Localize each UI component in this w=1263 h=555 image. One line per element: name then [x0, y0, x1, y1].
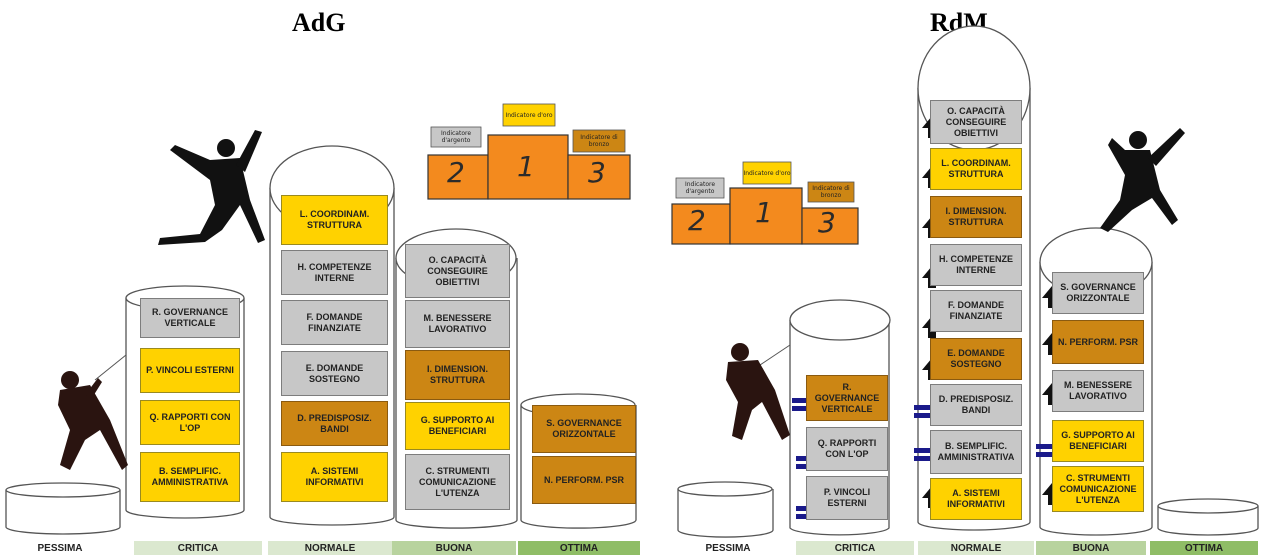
label-normale-right: NORMALE [918, 541, 1034, 555]
podium-left-third: 3 [588, 156, 606, 189]
label-pessima-right: PESSIMA [705, 542, 751, 554]
podium-right-label-silver: Indicatore d'argento [684, 181, 716, 195]
indicator-box: C. Strumenti comunicazione l'utenza [405, 454, 510, 510]
podium-left-label-gold: Indicatore d'oro [505, 111, 553, 119]
indicator-box: C. Strumenti comunicazione l'utenza [1052, 466, 1144, 512]
indicator-box: Q. Rapporti con l'OP [806, 427, 888, 471]
indicator-box: D. Predisposiz. bandi [930, 384, 1022, 426]
podium-right-label-bronze: Indicatore di bronzo [812, 185, 850, 199]
podium-right-second: 2 [688, 204, 706, 237]
indicator-box: M. Benessere lavorativo [1052, 370, 1144, 412]
title-adg: AdG [292, 8, 346, 37]
indicator-box: H. Competenze interne [930, 244, 1022, 286]
indicator-box: H. Competenze interne [281, 250, 388, 295]
label-pessima-left: PESSIMA [37, 542, 83, 554]
indicator-box: L. Coordinam. Struttura [281, 195, 388, 245]
indicator-box: R. Governance verticale [806, 375, 888, 421]
podium-right-first: 1 [755, 196, 773, 229]
indicator-box: P. Vincoli esterni [140, 348, 240, 393]
cylinder-pessima-left [5, 490, 121, 535]
climber-left-figure [58, 354, 128, 470]
podium-left-label-bronze: Indicatore di bronzo [580, 134, 618, 148]
indicator-box: N. Perform. PSR [1052, 320, 1144, 364]
indicator-box: O. Capacità conseguire obiettivi [405, 244, 510, 298]
podium-left-label-silver: Indicatore d'argento [440, 130, 472, 144]
indicator-box: F. Domande finanziate [930, 290, 1022, 332]
indicator-box: F. Domande finanziate [281, 300, 388, 345]
label-ottima-right: OTTIMA [1150, 541, 1258, 555]
indicator-box: L. Coordinam. Struttura [930, 148, 1022, 190]
jumper-right-figure [1100, 128, 1185, 232]
label-ottima-left: OTTIMA [518, 541, 640, 555]
cylinder-ottima-right [1157, 506, 1259, 536]
label-normale-left: NORMALE [268, 541, 392, 555]
label-buona-right: BUONA [1036, 541, 1146, 555]
indicator-box: D. Predisposiz. bandi [281, 401, 388, 446]
cylinder-pessima-right [677, 489, 774, 538]
indicator-box: I. Dimension. struttura [930, 196, 1022, 238]
indicator-box: B. Semplific. amministrativa [930, 430, 1022, 474]
label-buona-left: BUONA [392, 541, 516, 555]
indicator-box: P. Vincoli esterni [806, 476, 888, 520]
podium-left-first: 1 [517, 150, 535, 183]
indicator-box: S. Governance orizzontale [1052, 272, 1144, 314]
indicator-box: I. Dimension. struttura [405, 350, 510, 400]
label-critica-left: CRITICA [134, 541, 262, 555]
label-critica-right: CRITICA [796, 541, 914, 555]
indicator-box: S. Governance orizzontale [532, 405, 636, 453]
podium-right-third: 3 [818, 206, 836, 239]
podium-left [427, 103, 631, 200]
indicator-box: E. Domande sostegno [930, 338, 1022, 380]
indicator-box: M. Benessere lavorativo [405, 300, 510, 348]
indicator-box: O. Capacità conseguire obiettivi [930, 100, 1022, 144]
podium-right [671, 161, 859, 245]
climber-right-figure [726, 343, 791, 440]
podium-right-label-gold: Indicatore d'oro [743, 169, 791, 177]
indicator-box: G. Supporto ai beneficiari [405, 402, 510, 450]
indicator-box: B. Semplific. amministrativa [140, 452, 240, 502]
indicator-box: N. Perform. PSR [532, 456, 636, 504]
jumper-left-figure [158, 130, 265, 245]
indicator-box: Q. Rapporti con l'OP [140, 400, 240, 445]
indicator-box: A. Sistemi informativi [930, 478, 1022, 520]
podium-left-second: 2 [447, 156, 465, 189]
indicator-box: G. Supporto ai beneficiari [1052, 420, 1144, 462]
indicator-box: E. Domande sostegno [281, 351, 388, 396]
indicator-box: R. Governance verticale [140, 298, 240, 338]
indicator-box: A. Sistemi informativi [281, 452, 388, 502]
